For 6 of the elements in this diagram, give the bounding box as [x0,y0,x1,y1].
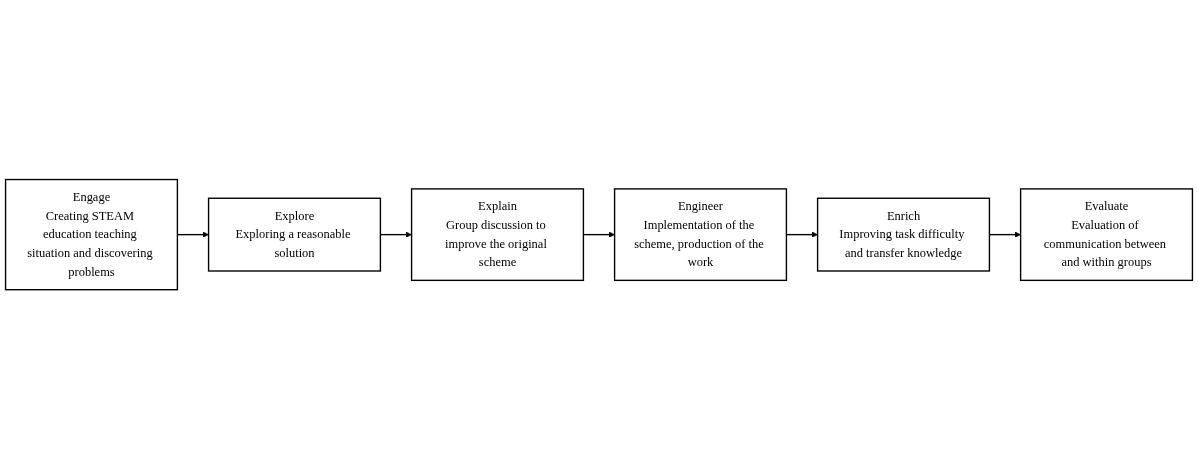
node-box: Explain Group discussion to improve the original scheme [410,188,585,282]
node-box: Engage Creating STEAM education teaching situation and discovering problems [4,179,179,291]
node-box: Evaluate Evaluation of communication between and within groups [1019,188,1194,282]
node-box: Explore Exploring a reasonable solution [207,197,382,273]
node-box: Engineer Implementation of the scheme, production of the work [613,188,788,282]
node-box: Enrich Improving task difficulty and transfer knowledge [816,197,991,273]
